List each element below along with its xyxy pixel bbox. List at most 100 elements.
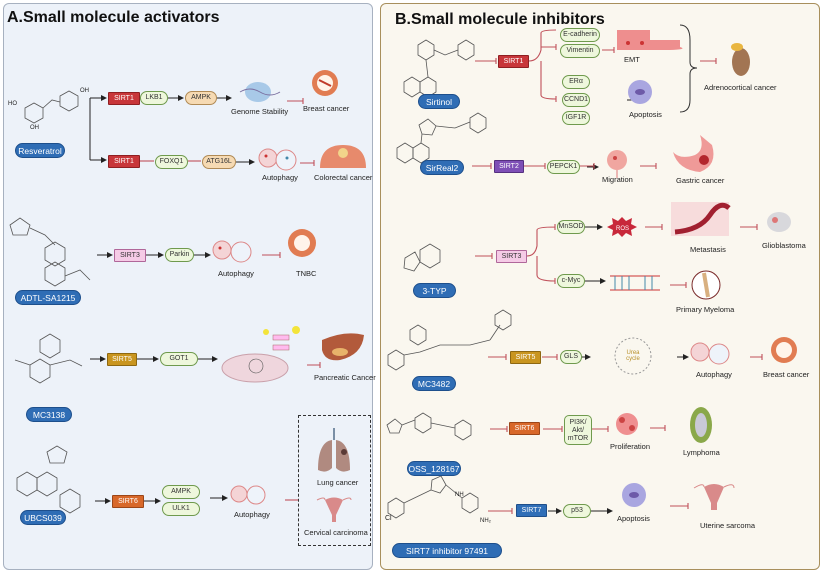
- adtl-structure: [9, 217, 31, 236]
- metastasis-vessel-icon: [671, 202, 731, 236]
- sirt2-box: SIRT2: [494, 160, 524, 173]
- bracket: [679, 24, 698, 113]
- chemical-structures: [9, 39, 512, 519]
- oss128167-structure: [386, 418, 403, 434]
- panel-a-title: A.Small molecule activators: [7, 9, 220, 26]
- breast-tumor-icon: [312, 70, 338, 96]
- cancer-lymphoma: Lymphoma: [683, 448, 720, 457]
- emt-cells-icon: [617, 30, 683, 50]
- parkin-node: Parkin: [165, 248, 194, 262]
- drug-oss-128167: OSS_128167: [407, 461, 461, 476]
- drug-3-typ: 3-TYP: [413, 283, 456, 298]
- autophagy-icon: [212, 240, 252, 263]
- drug-ubcs039: UBCS039: [20, 510, 66, 525]
- effect-autophagy: Autophagy: [234, 510, 270, 519]
- autophagy-icon: [690, 342, 730, 365]
- kidney-adrenal-icon: [731, 43, 750, 76]
- foxq1-node: FOXQ1: [155, 155, 188, 169]
- pepck1-node: PEPCK1: [547, 160, 580, 174]
- mc3482-structure: [387, 349, 405, 371]
- ampk-node: AMPK: [162, 485, 200, 499]
- ccnd1-node: CCND1: [562, 93, 590, 107]
- 3typ-structure: [403, 251, 421, 272]
- colorectal-tumor-icon: [320, 145, 366, 168]
- mitochondria-metabolism-icon: [221, 326, 300, 383]
- drug-mc3138: MC3138: [26, 407, 72, 422]
- tnbc-tumor-icon: [288, 229, 316, 257]
- cancer-tnbc: TNBC: [296, 269, 317, 278]
- cancer-glioblastoma: Glioblastoma: [762, 241, 806, 250]
- breast-tumor-icon: [771, 337, 797, 363]
- sirt1-box: SIRT1: [498, 55, 529, 68]
- atom-label: NH: [455, 492, 464, 498]
- effect-autophagy: Autophagy: [262, 173, 298, 182]
- cancer-group-box: [298, 415, 371, 546]
- cancer-breast: Breast cancer: [763, 370, 810, 379]
- apoptosis-cell-icon: [622, 483, 646, 507]
- gls-node: GLS: [560, 350, 582, 364]
- effect-migration: Migration: [602, 175, 633, 184]
- effect-autophagy: Autophagy: [218, 269, 254, 278]
- cancer-cervical: Cervical carcinoma: [304, 528, 368, 537]
- resveratrol-structure: [24, 102, 44, 124]
- got1-node: GOT1: [160, 352, 198, 366]
- lymph-node-icon: [690, 407, 712, 443]
- sirt1-box: SIRT1: [108, 92, 140, 105]
- drug-sirtinol: Sirtinol: [418, 94, 460, 109]
- uterus-icon: [316, 497, 352, 522]
- sirt6-box: SIRT6: [112, 495, 144, 508]
- effect-metastasis: Metastasis: [690, 245, 726, 254]
- cancer-pancreatic: Pancreatic Cancer: [314, 373, 376, 382]
- dna-genome-icon: [239, 82, 281, 102]
- effect-proliferation: Proliferation: [610, 442, 651, 451]
- illustrations: ROS: [212, 30, 797, 522]
- effect-genome-stability: Genome Stability: [231, 107, 289, 116]
- dna-damage-icon: [610, 275, 660, 291]
- migration-cells-icon: [607, 150, 627, 178]
- c-myc-node: c-Myc: [557, 274, 585, 288]
- ros-burst-icon: ROS: [607, 217, 637, 237]
- inhibition-lines: [140, 29, 763, 514]
- urea-cycle-label: Urea cycle: [626, 350, 640, 362]
- ubcs039-structure: [16, 471, 38, 497]
- sirreal2-structure: [396, 142, 414, 164]
- bone-myeloma-icon: [691, 270, 721, 300]
- svg-text:ROS: ROS: [616, 226, 629, 232]
- cancer-primary-myeloma: Primary Myeloma: [676, 305, 735, 314]
- lung-icon: [318, 428, 350, 472]
- autophagy-icon: [258, 148, 297, 171]
- sirt7-box: SIRT7: [516, 504, 547, 517]
- effect-emt: EMT: [624, 55, 640, 64]
- drug-sirt7-inhibitor-97491: SIRT7 inhibitor 97491: [392, 543, 502, 558]
- drug-adtl-sa1215: ADTL-SA1215: [15, 290, 81, 305]
- urea-cycle-icon: [614, 337, 652, 375]
- cancer-breast: Breast cancer: [303, 104, 350, 113]
- igf1r-node: IGF1R: [562, 111, 590, 125]
- ampk-node: AMPK: [185, 91, 217, 105]
- cancer-adrenocortical: Adrenocortical cancer: [704, 83, 777, 92]
- effect-apoptosis: Apoptosis: [629, 110, 662, 119]
- cancer-uterine-sarcoma: Uterine sarcoma: [700, 521, 756, 530]
- atom-label: HO: [8, 101, 17, 107]
- effect-apoptosis: Apoptosis: [617, 514, 650, 523]
- cancer-colorectal: Colorectal cancer: [314, 173, 373, 182]
- sirt5-box: SIRT5: [510, 351, 541, 364]
- cancer-gastric: Gastric cancer: [676, 176, 725, 185]
- mc3138-structure: [39, 333, 61, 359]
- proliferation-cells-icon: [616, 413, 638, 435]
- sirt5-box: SIRT5: [107, 353, 137, 366]
- sirt3-box: SIRT3: [114, 249, 146, 262]
- drug-sirreal2: SirReal2: [420, 160, 464, 175]
- sirtinol-structure: [403, 76, 421, 98]
- ulk1-node: ULK1: [162, 502, 200, 516]
- apoptosis-cell-icon: [628, 80, 652, 104]
- lkb1-node: LKB1: [140, 91, 168, 105]
- atom-label: OH: [80, 88, 89, 94]
- sirt6-box: SIRT6: [509, 422, 540, 435]
- er-alpha-node: ERα: [562, 75, 590, 89]
- e-cadherin-node: E-cadherin: [560, 28, 600, 42]
- atom-label: Cl: [385, 515, 392, 522]
- brain-icon: [767, 212, 791, 232]
- drug-mc3482: MC3482: [412, 376, 456, 391]
- pancreas-liver-icon: [322, 333, 364, 361]
